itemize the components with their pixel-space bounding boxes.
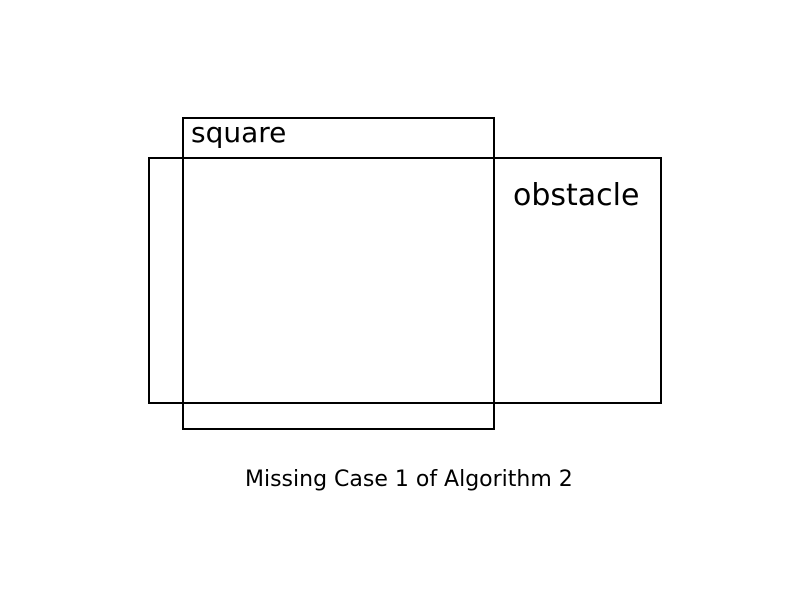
square-rectangle — [182, 117, 495, 430]
diagram-caption: Missing Case 1 of Algorithm 2 — [245, 467, 573, 492]
obstacle-label: obstacle — [513, 178, 640, 213]
obstacle-rectangle — [148, 157, 662, 404]
square-label: square — [191, 116, 287, 149]
